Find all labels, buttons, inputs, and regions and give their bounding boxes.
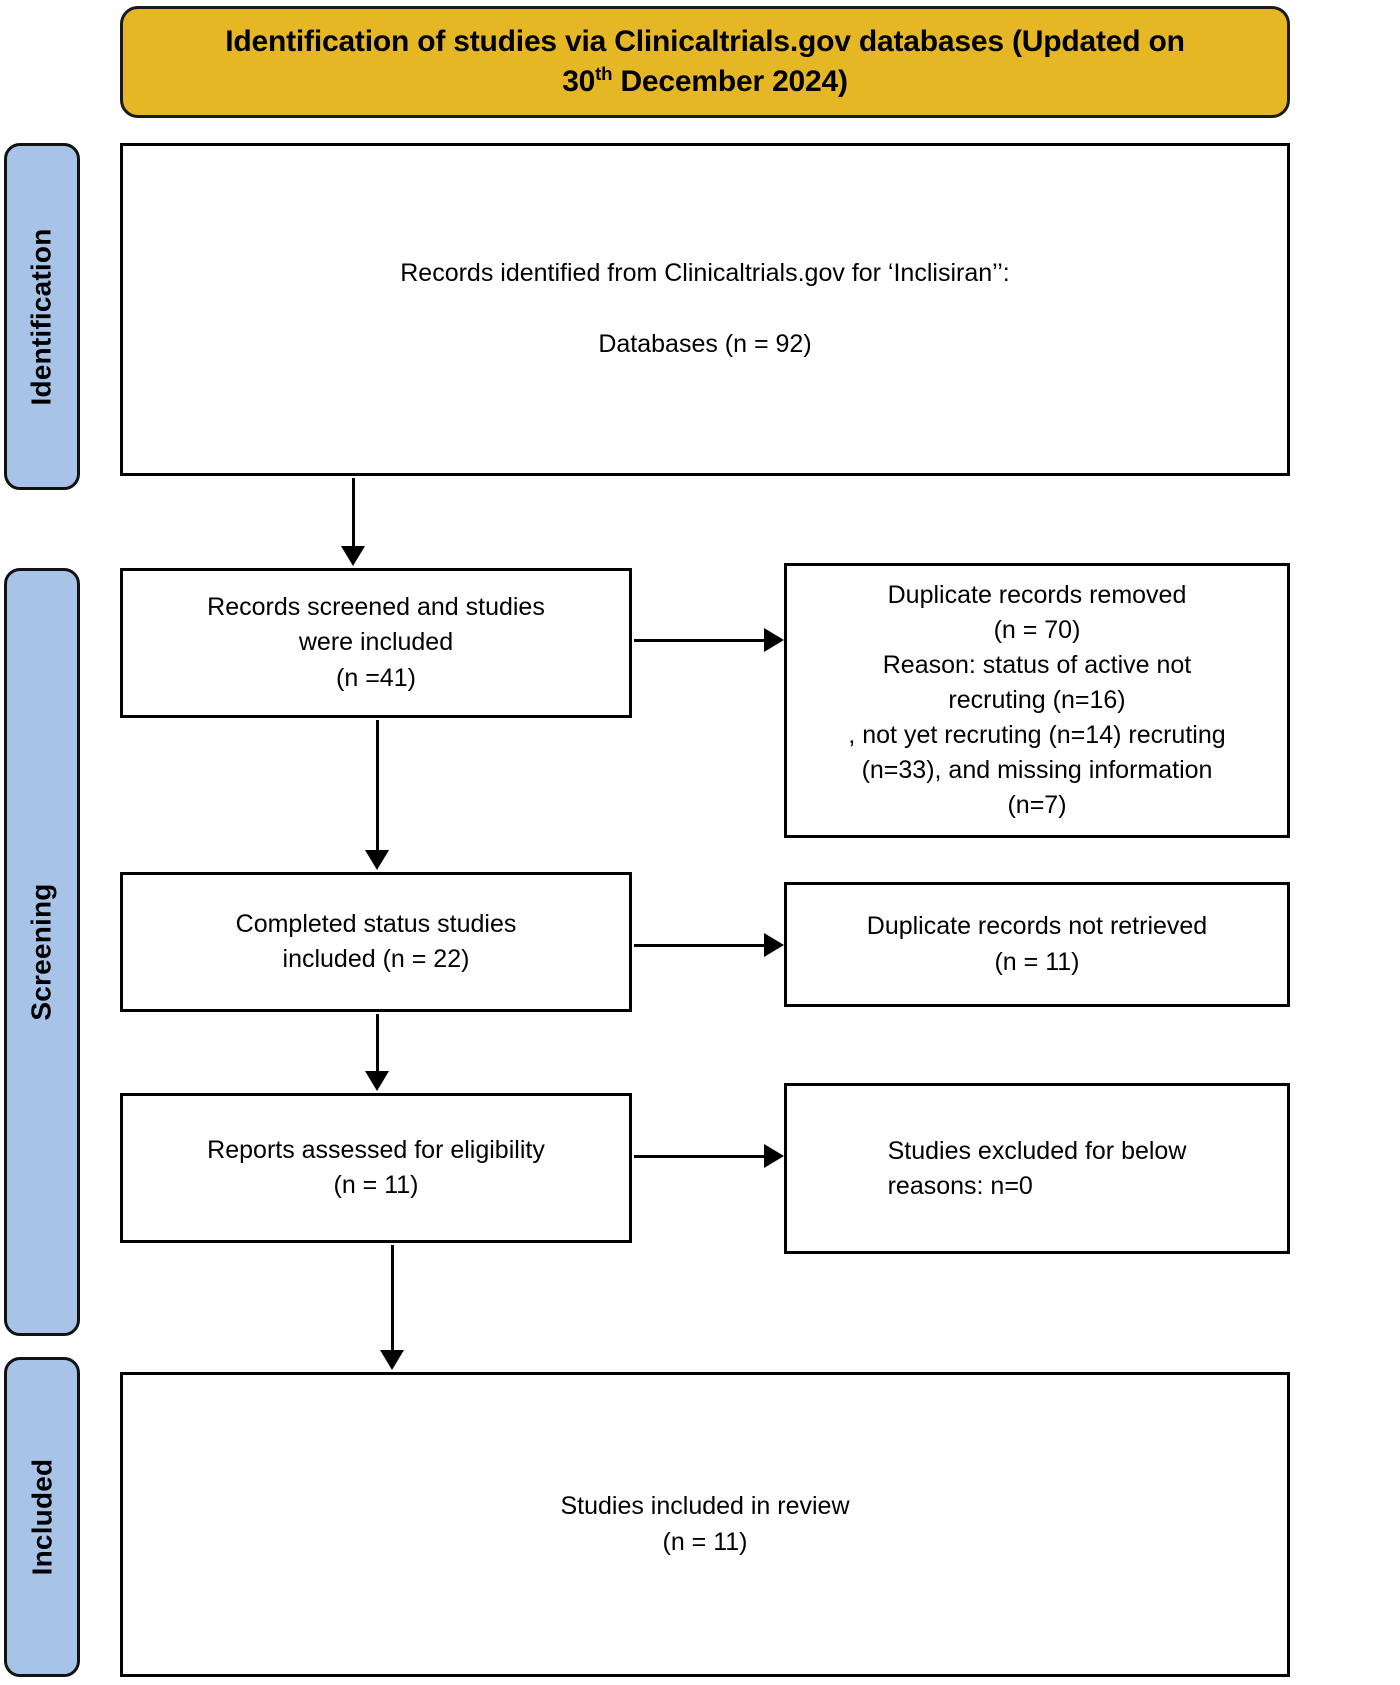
arrow-completed-to-eligibility [362, 1014, 392, 1091]
eligibility-line-1: Reports assessed for eligibility [207, 1135, 545, 1164]
records-identified-line-1: Records identified from Clinicaltrials.g… [400, 259, 1010, 288]
stage-label-identification: Identification [4, 143, 80, 490]
title-line-1: Identification of studies via Clinicaltr… [225, 25, 1185, 59]
not-retrieved-line-2: (n = 11) [994, 947, 1080, 976]
title-line-2-number: 30 [562, 64, 596, 98]
title-ordinal-suffix: th [595, 62, 613, 84]
diagram-title: Identification of studies via Clinicaltr… [225, 23, 1185, 101]
arrow-identified-to-screened [338, 478, 368, 566]
duplicates-line-4: recruting (n=16) [948, 686, 1126, 714]
box-studies-excluded: Studies excluded for below reasons: n=0 [784, 1083, 1290, 1254]
arrow-screened-to-duplicates [634, 627, 784, 653]
stage-label-included: Included [4, 1357, 80, 1677]
arrow-head-down-icon [365, 850, 389, 870]
records-screened-line-1: Records screened and studies [207, 592, 545, 621]
stage-label-screening: Screening [4, 568, 80, 1336]
records-screened-line-2: were included [298, 628, 454, 657]
title-line-2-rest: December 2024) [612, 64, 848, 98]
records-screened-line-3: (n =41) [336, 663, 416, 692]
completed-line-2: included (n = 22) [282, 945, 470, 973]
duplicates-line-1: Duplicate records removed [887, 581, 1187, 609]
excluded-line-1: Studies excluded for below [887, 1136, 1187, 1165]
arrow-head-down-icon [365, 1071, 389, 1091]
arrow-head-right-icon [764, 1144, 784, 1168]
box-reports-assessed-for-eligibility: Reports assessed for eligibility (n = 11… [120, 1093, 632, 1243]
arrow-head-down-icon [341, 546, 365, 566]
arrow-shaft [375, 1014, 379, 1071]
arrow-screened-to-completed [362, 720, 392, 870]
duplicates-line-7: (n=7) [1007, 791, 1067, 819]
box-records-screened: Records screened and studies were includ… [120, 568, 632, 718]
included-review-line-2: (n = 11) [662, 1527, 748, 1556]
arrow-eligibility-to-excluded [634, 1143, 784, 1169]
box-records-identified: Records identified from Clinicaltrials.g… [120, 143, 1290, 476]
arrow-shaft [634, 943, 764, 947]
eligibility-line-2: (n = 11) [333, 1171, 419, 1199]
arrow-eligibility-to-included-review [377, 1245, 407, 1370]
excluded-line-2: reasons: n=0 [887, 1171, 1033, 1200]
arrow-shaft [351, 478, 355, 546]
box-duplicate-records-not-retrieved: Duplicate records not retrieved (n = 11) [784, 882, 1290, 1007]
box-duplicate-records-removed: Duplicate records removed (n = 70) Reaso… [784, 563, 1290, 838]
diagram-header-banner: Identification of studies via Clinicaltr… [120, 6, 1290, 118]
arrow-shaft [390, 1245, 394, 1350]
arrow-completed-to-not-retrieved [634, 932, 784, 958]
stage-label-included-text: Included [26, 1458, 57, 1576]
records-identified-spacer [400, 292, 1010, 328]
arrow-shaft [375, 720, 379, 850]
duplicates-line-5: , not yet recruting (n=14) recruting [848, 721, 1226, 749]
completed-line-1: Completed status studies [235, 909, 517, 938]
arrow-head-down-icon [380, 1350, 404, 1370]
box-completed-status-studies: Completed status studies included (n = 2… [120, 872, 632, 1012]
stage-label-screening-text: Screening [26, 883, 57, 1021]
arrow-shaft [634, 638, 764, 642]
arrow-head-right-icon [764, 628, 784, 652]
duplicates-line-6: (n=33), and missing information [861, 756, 1213, 784]
included-review-line-1: Studies included in review [560, 1492, 850, 1520]
arrow-head-right-icon [764, 933, 784, 957]
box-studies-included-in-review: Studies included in review (n = 11) [120, 1372, 1290, 1677]
not-retrieved-line-1: Duplicate records not retrieved [866, 912, 1208, 940]
stage-label-identification-text: Identification [26, 227, 57, 406]
arrow-shaft [634, 1154, 764, 1158]
duplicates-line-2: (n = 70) [993, 616, 1081, 644]
duplicates-line-3: Reason: status of active not [882, 651, 1192, 679]
records-identified-line-3: Databases (n = 92) [598, 330, 812, 359]
